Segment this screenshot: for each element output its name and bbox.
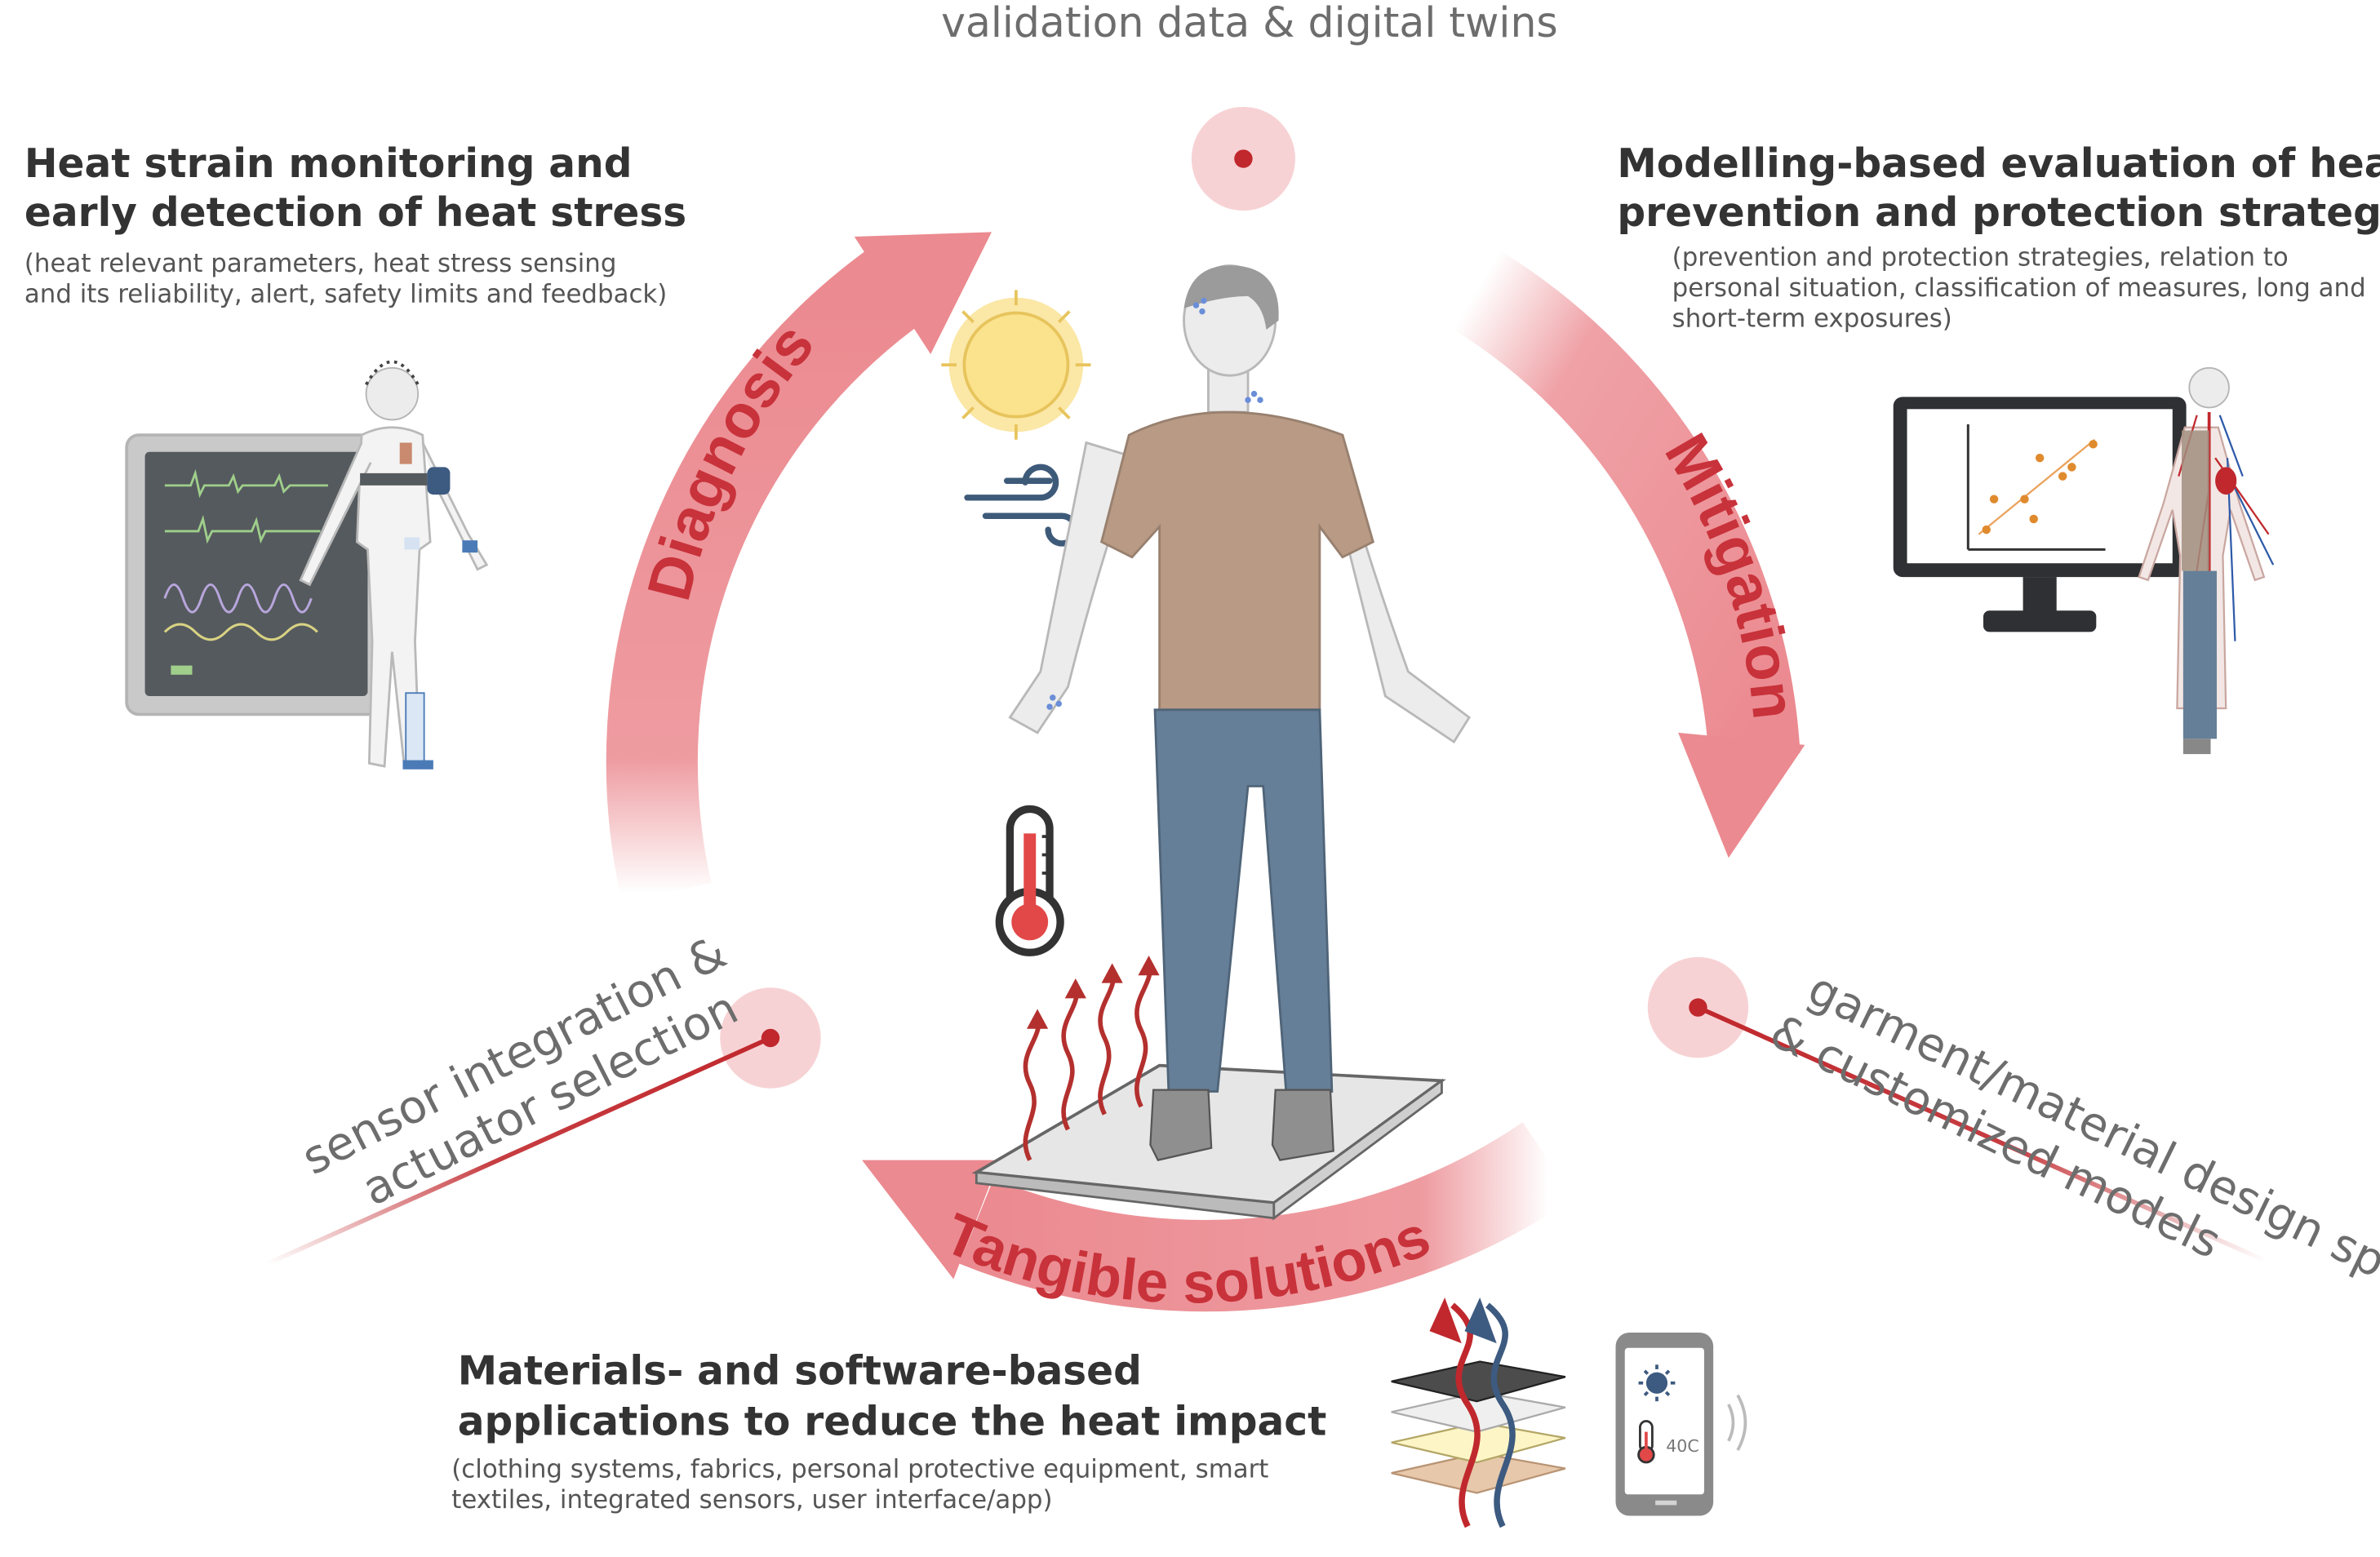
diagnosis-title-line-2: early detection of heat stress — [24, 190, 686, 236]
diagnosis-subtitle-line-2: and its reliability, alert, safety limit… — [24, 279, 667, 308]
sun-icon — [941, 290, 1091, 440]
top-pin — [1191, 58, 1295, 211]
solutions-title-line-1: Materials- and software-based — [458, 1349, 1142, 1395]
diagnosis-title-line-1: Heat strain monitoring and — [24, 141, 633, 187]
heat-waves-icon — [1023, 955, 1160, 1161]
patient-monitor-icon — [125, 360, 489, 770]
human-figure-icon — [1008, 264, 1471, 1161]
mitigation-title-line-1: Modelling-based evaluation of heat — [1617, 141, 2380, 187]
computer-model-icon — [1893, 366, 2275, 755]
mitigation-subtitle-line-1: (prevention and protection strategies, r… — [1672, 242, 2289, 272]
top-label: validation data & digital twins — [941, 0, 1558, 47]
mitigation-title-line-2: prevention and protection strategies — [1617, 190, 2380, 236]
fabric-layers-icon — [1391, 1298, 1566, 1528]
wind-icon — [964, 464, 1079, 547]
right-pin — [1647, 956, 2267, 1263]
solutions-text-block: Materials- and software-based applicatio… — [451, 1349, 1326, 1515]
phone-temperature-reading: 40C — [1666, 1436, 1698, 1456]
mitigation-text-block: Modelling-based evaluation of heat preve… — [1617, 141, 2380, 333]
diagnosis-text-block: Heat strain monitoring and early detecti… — [24, 141, 686, 308]
mitigation-arrow — [1452, 251, 1805, 858]
left-side-label: sensor integration & actuator selection — [294, 926, 746, 1217]
diagnosis-arrow — [606, 232, 992, 903]
mitigation-subtitle-line-3: short-term exposures) — [1672, 304, 1952, 333]
thermometer-icon — [995, 805, 1064, 956]
left-pin — [265, 987, 821, 1266]
svg-text:garment/material design specs: garment/material design specs — [1800, 962, 2380, 1322]
sun-small-icon — [1638, 1364, 1676, 1402]
smartphone-app-icon: 40C — [1615, 1333, 1747, 1516]
right-side-label: garment/material design specs & customiz… — [1762, 962, 2380, 1322]
thermometer-small-icon — [1637, 1420, 1655, 1464]
mitigation-subtitle-line-2: personal situation, classification of me… — [1672, 273, 2366, 303]
solutions-subtitle-line-1: (clothing systems, fabrics, personal pro… — [451, 1455, 1268, 1484]
solutions-title-line-2: applications to reduce the heat impact — [458, 1399, 1327, 1444]
diagnosis-subtitle-line-1: (heat relevant parameters, heat stress s… — [24, 249, 617, 278]
solutions-subtitle-line-2: textiles, integrated sensors, user inter… — [451, 1485, 1052, 1515]
